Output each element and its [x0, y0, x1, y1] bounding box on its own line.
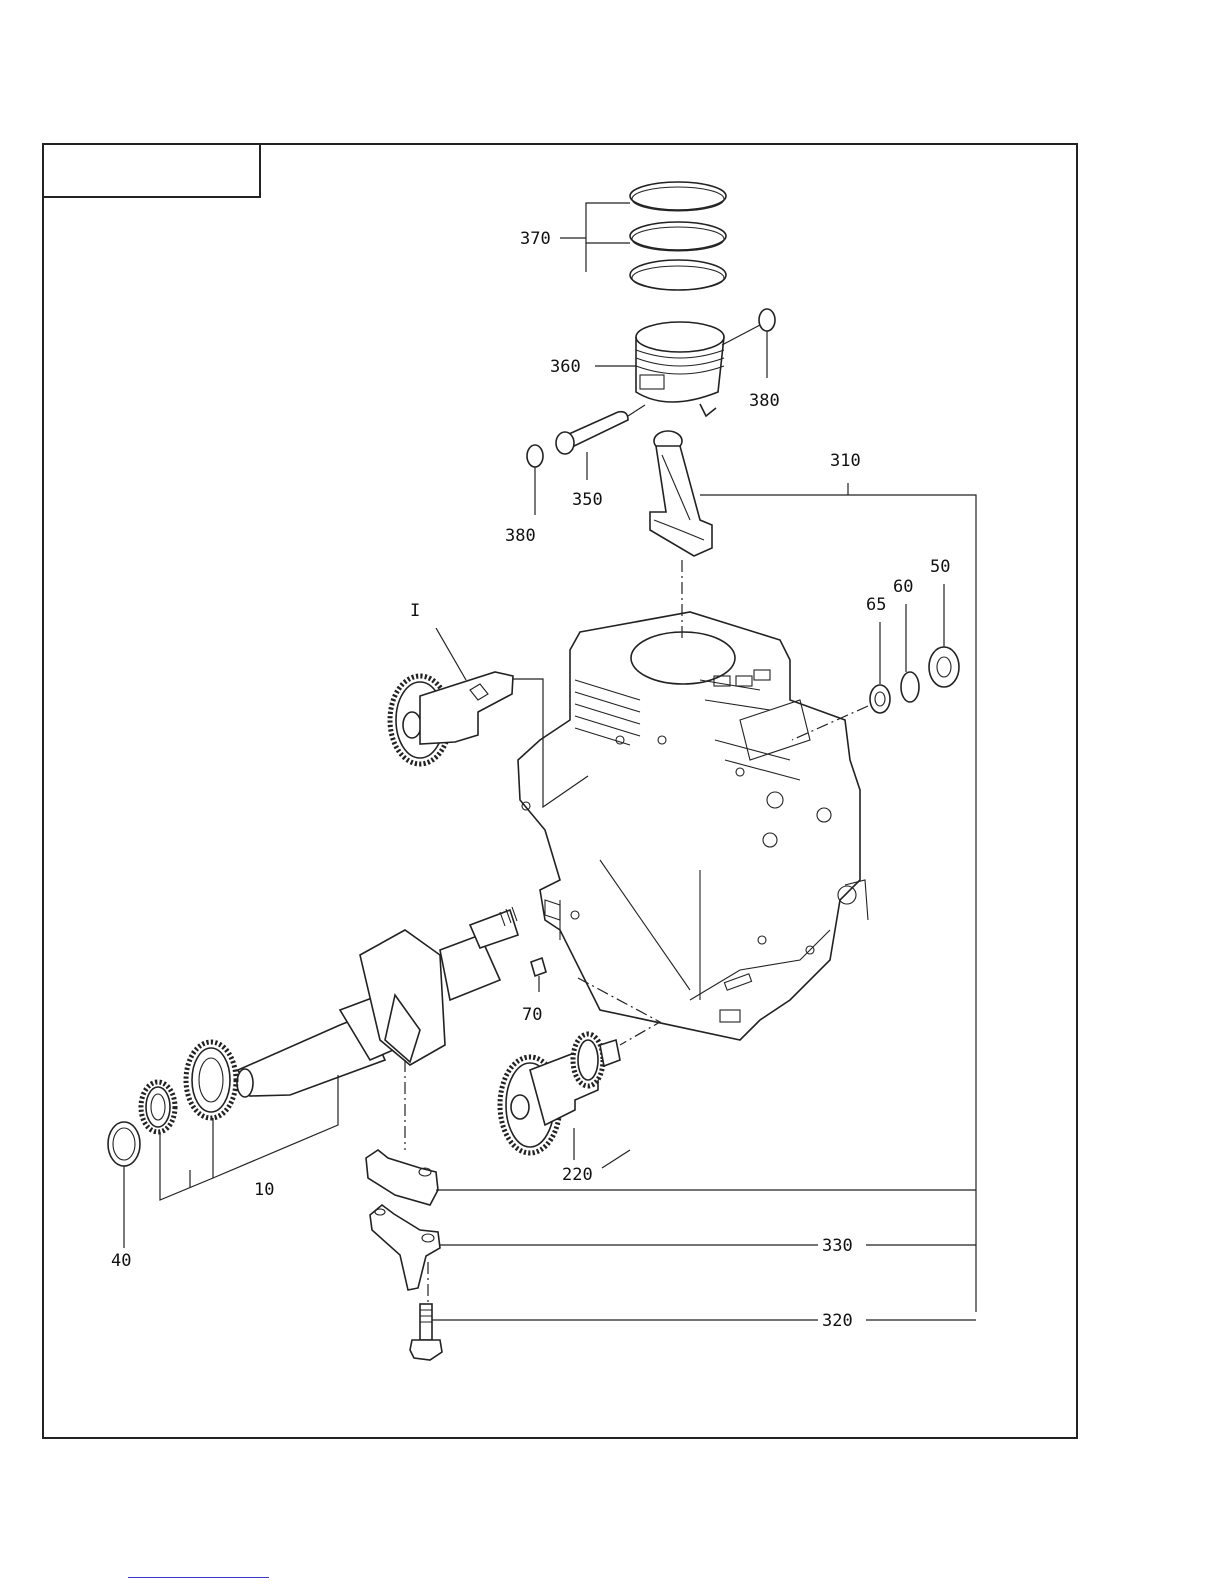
footer-link-underline — [128, 1577, 269, 1578]
rod-cap-upper — [366, 1150, 438, 1205]
circlip-380-left — [527, 445, 543, 515]
bearing-50 — [929, 584, 959, 687]
piston-rings-370 — [630, 182, 726, 290]
piston-360 — [636, 322, 724, 416]
key-70 — [531, 958, 546, 992]
crankcase — [518, 612, 868, 1040]
crank-gear-small — [141, 1082, 175, 1132]
leader-1-path — [513, 679, 588, 807]
rod-bolt-320 — [410, 1304, 442, 1360]
callout-70: 70 — [522, 1005, 542, 1025]
camshaft-1 — [390, 672, 513, 764]
callout-60: 60 — [893, 577, 913, 597]
callout-330: 330 — [822, 1236, 853, 1256]
washer-65 — [870, 622, 890, 713]
callout-320: 320 — [822, 1311, 853, 1331]
callout-360: 360 — [550, 357, 581, 377]
callout-310: 310 — [830, 451, 861, 471]
rod-cap-330 — [370, 1205, 440, 1290]
seal-40 — [108, 1122, 140, 1248]
callout-40: 40 — [111, 1251, 131, 1271]
crank-gear-large — [186, 1042, 236, 1118]
washer-axis — [792, 706, 868, 740]
leader-1 — [436, 628, 466, 680]
crankshaft — [237, 907, 518, 1097]
leader-220 — [602, 1150, 630, 1168]
callout-65: 65 — [866, 595, 886, 615]
callout-380-right: 380 — [749, 391, 780, 411]
callout-220: 220 — [562, 1165, 593, 1185]
callout-50: 50 — [930, 557, 950, 577]
callout-380-left: 380 — [505, 526, 536, 546]
balancer-shaft-220 — [500, 1034, 620, 1153]
leader-370 — [560, 203, 630, 272]
callout-10: 10 — [254, 1180, 274, 1200]
callout-1: I — [410, 601, 420, 621]
piston-pin-350 — [556, 405, 645, 454]
callout-350: 350 — [572, 490, 603, 510]
washer-60 — [901, 604, 919, 702]
circlip-380-right — [722, 309, 775, 378]
callout-370: 370 — [520, 229, 551, 249]
connecting-rod-310 — [650, 431, 712, 556]
